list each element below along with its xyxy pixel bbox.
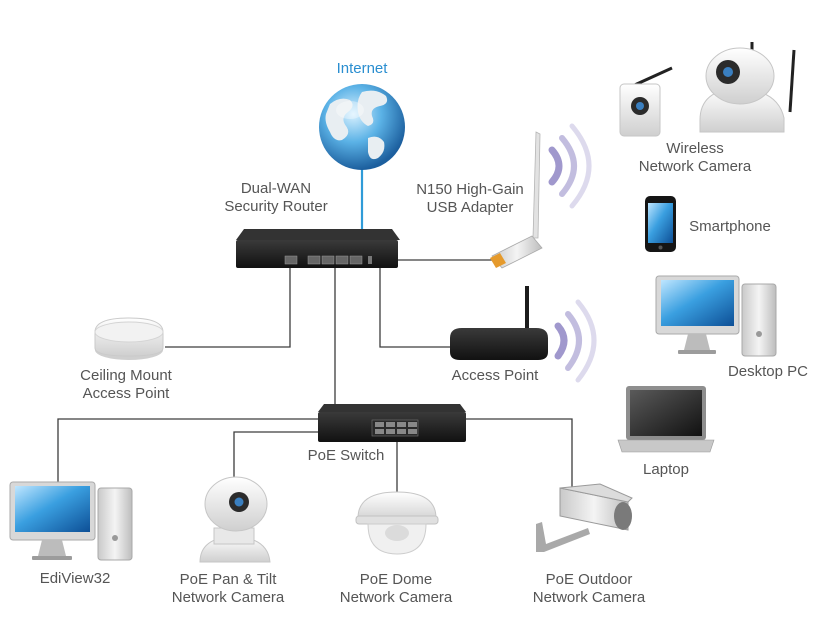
line-router-ceiling-ap bbox=[165, 268, 291, 348]
router-icon bbox=[236, 229, 400, 268]
pan-tilt-label: PoE Pan & Tilt Network Camera bbox=[171, 571, 285, 606]
dome-label: PoE Dome Network Camera bbox=[339, 571, 453, 606]
access-point-wifi-waves-icon bbox=[554, 299, 597, 383]
line-router-access-point bbox=[379, 268, 450, 348]
line-switch-ediview bbox=[57, 418, 318, 482]
ceiling-ap-label: Ceiling Mount Access Point bbox=[80, 367, 172, 402]
outdoor-label: PoE Outdoor Network Camera bbox=[532, 571, 646, 606]
internet-label: Internet bbox=[336, 60, 388, 77]
access-point-icon bbox=[450, 286, 548, 360]
ediview-pc-icon bbox=[9, 481, 133, 561]
globe-icon bbox=[319, 84, 405, 170]
ceiling-access-point-icon bbox=[94, 317, 164, 360]
desktop-pc-icon bbox=[655, 275, 777, 357]
poe-switch-icon bbox=[318, 404, 466, 442]
router-label: Dual-WAN Security Router bbox=[224, 180, 328, 215]
wifi-waves-icon bbox=[548, 123, 592, 209]
wireless-camera-label: Wireless Network Camera bbox=[638, 140, 752, 175]
wireless-camera-small-icon bbox=[619, 66, 673, 137]
ediview-label: EdiView32 bbox=[39, 570, 111, 587]
access-point-label: Access Point bbox=[451, 367, 539, 384]
laptop-label: Laptop bbox=[643, 461, 689, 478]
usb-adapter-icon bbox=[490, 131, 543, 269]
usb-adapter-label: N150 High-Gain USB Adapter bbox=[416, 181, 524, 216]
dome-camera-icon bbox=[355, 491, 439, 555]
laptop-icon bbox=[617, 386, 715, 453]
smartphone-icon bbox=[645, 196, 676, 252]
line-switch-pantilt bbox=[233, 431, 318, 485]
outdoor-camera-icon bbox=[536, 483, 633, 552]
pan-tilt-camera-icon bbox=[199, 476, 271, 563]
desktop-pc-label: Desktop PC bbox=[727, 363, 809, 380]
wireless-camera-large-icon bbox=[699, 42, 796, 133]
poe-switch-label: PoE Switch bbox=[307, 447, 385, 464]
connection-lines bbox=[57, 259, 573, 492]
smartphone-label: Smartphone bbox=[689, 218, 771, 235]
line-switch-outdoor bbox=[466, 418, 573, 488]
